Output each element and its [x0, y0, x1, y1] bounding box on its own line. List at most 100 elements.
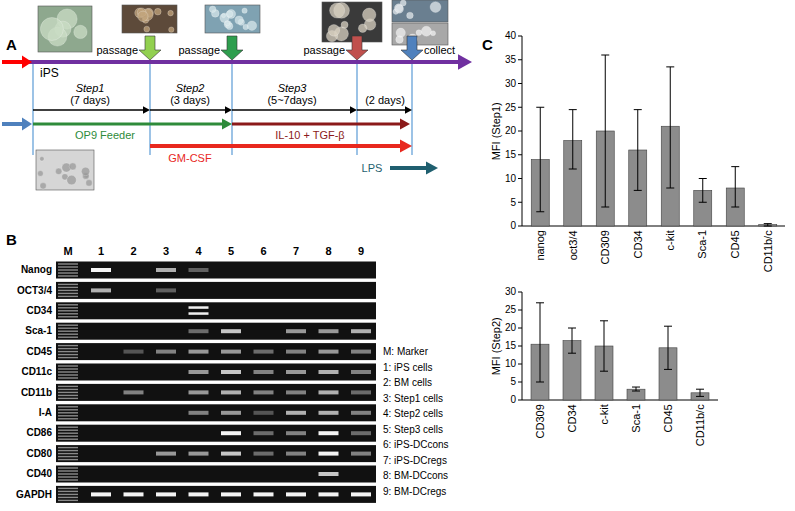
photo-frame [122, 5, 177, 33]
gel-band [319, 390, 339, 394]
ladder-band [58, 412, 78, 413]
gel-band [189, 350, 209, 354]
arrow-head [22, 56, 32, 69]
ladder-band [58, 470, 78, 471]
arrow-shaft [357, 109, 406, 110]
ladder-band [58, 365, 78, 366]
ladder-band [58, 263, 78, 264]
lane-key: 3: Step1 cells [383, 393, 443, 405]
cell-blob [55, 168, 61, 174]
gel-strip [56, 404, 376, 421]
tick-label: 25 [505, 304, 516, 316]
gel-band [91, 288, 111, 292]
gel-background [56, 445, 376, 462]
cell-blob [144, 26, 150, 32]
cell-blob [40, 157, 44, 161]
error-bar [696, 389, 704, 396]
tick-label: 10 [505, 358, 516, 370]
arrow-shaft [150, 109, 226, 110]
gel-band [254, 492, 274, 496]
ladder-band [58, 418, 78, 419]
tick-label: 5 [510, 197, 516, 209]
gel-band [319, 472, 339, 476]
error-bar [764, 224, 772, 226]
ladder-band [58, 316, 78, 317]
cell-blob [67, 175, 77, 185]
gel-band [351, 452, 371, 456]
gel-band [286, 350, 306, 354]
ladder-band [58, 398, 78, 399]
gel-background [56, 364, 376, 381]
gel-band [254, 431, 274, 435]
arrow-head [350, 106, 357, 114]
gel-band [319, 370, 339, 374]
photo-frame [392, 0, 448, 22]
gel-band [286, 492, 306, 496]
ladder-band [58, 459, 78, 460]
cell-blob [169, 27, 174, 32]
ladder-band [58, 325, 78, 326]
gel-band [221, 492, 241, 496]
gel-band [91, 268, 111, 272]
ladder-band [58, 447, 78, 448]
gel-band [156, 268, 176, 272]
category-label: CD34 [566, 404, 579, 432]
gel-band [189, 492, 209, 496]
gel-band [156, 350, 176, 354]
lane-key: 9: BM-DCregs [383, 486, 446, 498]
ladder-band [58, 313, 78, 314]
error-bar [731, 167, 739, 207]
arrow-head [405, 106, 412, 114]
ladder-band [58, 284, 78, 285]
axis-tick [518, 310, 522, 311]
stage-divider [231, 62, 232, 155]
lane-key: 7: iPS-DCregs [383, 455, 447, 467]
collect-photo-bottom [392, 23, 448, 45]
axis-tick [518, 400, 522, 401]
gel-band [286, 329, 306, 333]
tick-label: 30 [505, 78, 516, 90]
gel-band [319, 350, 339, 354]
gel-background [56, 404, 376, 421]
collect-arrow [401, 36, 423, 60]
step-duration: (7 days) [70, 94, 110, 107]
gel-band [189, 268, 209, 272]
step2-photo [205, 5, 260, 33]
lane-number: 4 [195, 245, 201, 258]
ladder-band [58, 287, 78, 288]
gel-band [351, 411, 371, 415]
lane-number: M [63, 245, 72, 258]
error-bar [600, 321, 608, 371]
ips-colony-photo [38, 6, 92, 52]
ladder-band [58, 392, 78, 393]
gel-band [319, 492, 339, 496]
ladder-band [58, 269, 78, 270]
ladder-band [58, 479, 78, 480]
gel-strip [56, 262, 376, 279]
gel-band [221, 431, 241, 435]
photo-frame [205, 5, 260, 33]
bar-chart-panel [518, 36, 785, 400]
cell-blob [38, 171, 44, 177]
cell-blob [400, 0, 406, 6]
axis-tick [518, 364, 522, 365]
cell-blob [416, 30, 422, 36]
gel-strip [56, 323, 376, 340]
arrow-shaft [2, 60, 23, 64]
gel-band [286, 390, 306, 394]
step-name: Step3 [278, 82, 307, 95]
tick-label: 40 [505, 30, 516, 42]
gel-band [286, 452, 306, 456]
gel-band [221, 452, 241, 456]
stage-divider [411, 62, 412, 155]
cell-blob [168, 10, 174, 16]
ladder-band [58, 497, 78, 498]
gel-background [56, 262, 376, 279]
gel-band [156, 452, 176, 456]
lane-number: 9 [358, 245, 364, 258]
category-label: CD309 [534, 404, 547, 438]
cell-blob [81, 167, 89, 175]
gel-band [319, 411, 339, 415]
ladder-band [58, 386, 78, 387]
cell-blob [138, 11, 148, 21]
